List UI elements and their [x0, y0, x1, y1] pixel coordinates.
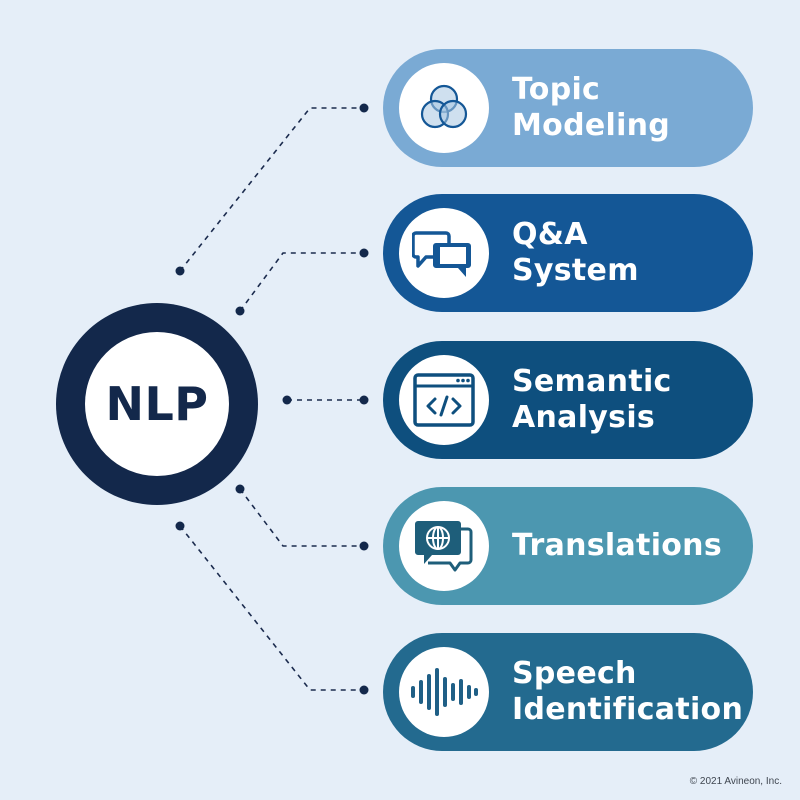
sound-wave-icon — [411, 668, 478, 716]
chat-bubbles-icon — [412, 231, 471, 277]
pill-label: Translations — [512, 528, 722, 564]
pill-icon-circle — [399, 501, 489, 591]
connector-translations — [239, 488, 364, 547]
nlp-hub: NLP — [56, 303, 258, 505]
label-line: Speech — [512, 656, 637, 691]
label-line: System — [512, 253, 639, 288]
connector-dot — [359, 395, 369, 405]
pill-speech-identification: Speech Identification — [383, 633, 753, 751]
pill-qa-system: Q&A System — [383, 194, 753, 312]
globe-chat-icon — [415, 521, 473, 572]
copyright-text: © 2021 Avineon, Inc. — [689, 776, 782, 787]
connector-dot — [235, 484, 245, 494]
connector-dot — [175, 521, 185, 531]
label-line: Semantic — [512, 364, 672, 399]
connector-topic-modeling — [179, 107, 364, 272]
nlp-hub-inner: NLP — [85, 332, 229, 476]
nlp-hub-label: NLP — [105, 377, 209, 431]
label-line: Identification — [512, 692, 744, 727]
connector-dot — [282, 395, 292, 405]
pill-icon-circle — [399, 647, 489, 737]
pill-icon-circle — [399, 208, 489, 298]
pill-icon-circle — [399, 63, 489, 153]
pill-label: Q&A System — [512, 217, 639, 289]
pill-label: Speech Identification — [512, 656, 743, 728]
label-line: Q&A — [512, 217, 588, 252]
venn-diagram-icon — [420, 84, 468, 129]
label-line: Modeling — [512, 108, 671, 143]
connector-dot — [175, 266, 185, 276]
connector-dot — [359, 685, 369, 695]
pill-label: Topic Modeling — [512, 72, 670, 144]
connector-dot — [359, 103, 369, 113]
label-line: Translations — [512, 528, 722, 563]
connector-dot — [359, 541, 369, 551]
connector-qa-system — [239, 252, 364, 312]
pill-topic-modeling: Topic Modeling — [383, 49, 753, 167]
connector-dot — [235, 306, 245, 316]
label-line: Topic — [512, 72, 601, 107]
connector-dot — [359, 248, 369, 258]
code-window-icon — [413, 373, 475, 427]
label-line: Analysis — [512, 400, 656, 435]
pill-icon-circle — [399, 355, 489, 445]
pill-translations: Translations — [383, 487, 753, 605]
pill-label: Semantic Analysis — [512, 364, 672, 436]
pill-semantic-analysis: Semantic Analysis — [383, 341, 753, 459]
connector-speech-identification — [179, 525, 364, 691]
